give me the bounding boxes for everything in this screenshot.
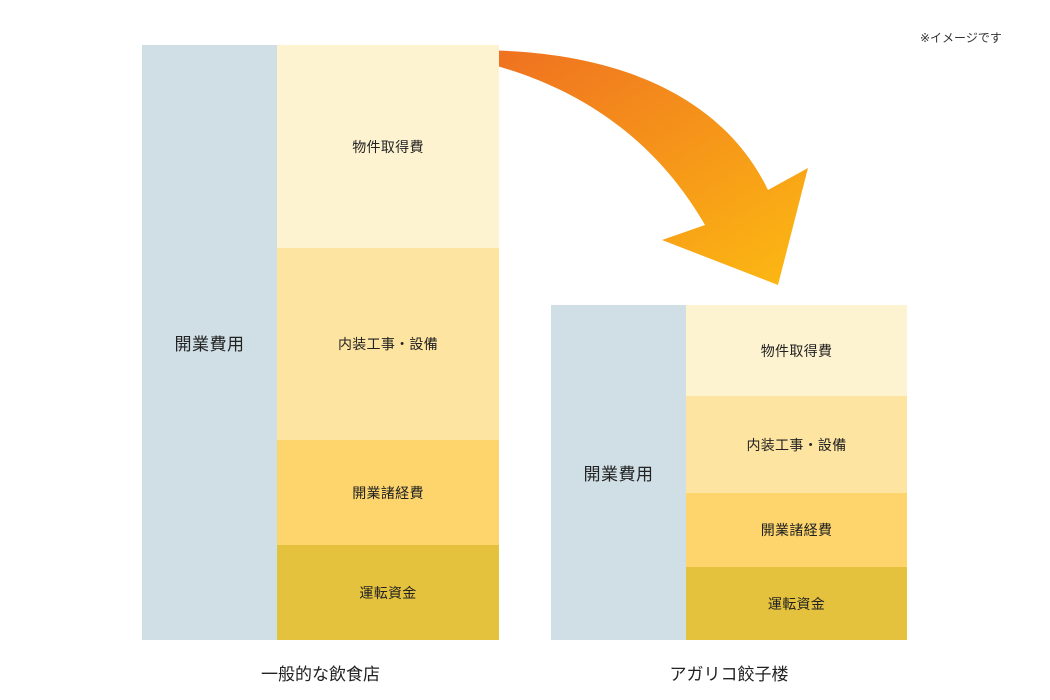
column-general-total: 開業費用 [142,45,277,640]
column-agariko-total: 開業費用 [551,305,686,640]
segment-label: 開業諸経費 [760,523,833,539]
column-general-segment-working: 運転資金 [277,545,499,640]
column-general-total-label: 開業費用 [174,335,245,355]
segment-label: 運転資金 [767,596,826,613]
column-general-segment-misc: 開業諸経費 [277,440,499,545]
column-agariko-segment-misc: 開業諸経費 [686,493,907,567]
segment-label: 内装工事・設備 [337,337,439,353]
column-general-segment-property: 物件取得費 [277,45,499,248]
column-general-segment-interior: 内装工事・設備 [277,248,499,440]
segment-label: 内装工事・設備 [746,437,847,454]
column-agariko-title: アガリコ餃子楼 [669,665,789,685]
column-agariko-segment-working: 運転資金 [686,567,907,640]
segment-label: 物件取得費 [352,139,424,156]
segment-label: 開業諸経費 [352,485,424,502]
segment-label: 運転資金 [359,585,417,602]
column-agariko-segment-interior: 内装工事・設備 [686,396,907,493]
column-agariko-total-label: 開業費用 [583,465,654,485]
column-agariko-segment-property: 物件取得費 [686,305,907,396]
column-general-title: 一般的な飲食店 [261,665,380,685]
image-note: ※イメージです [920,31,1002,45]
segment-label: 物件取得費 [760,343,833,360]
